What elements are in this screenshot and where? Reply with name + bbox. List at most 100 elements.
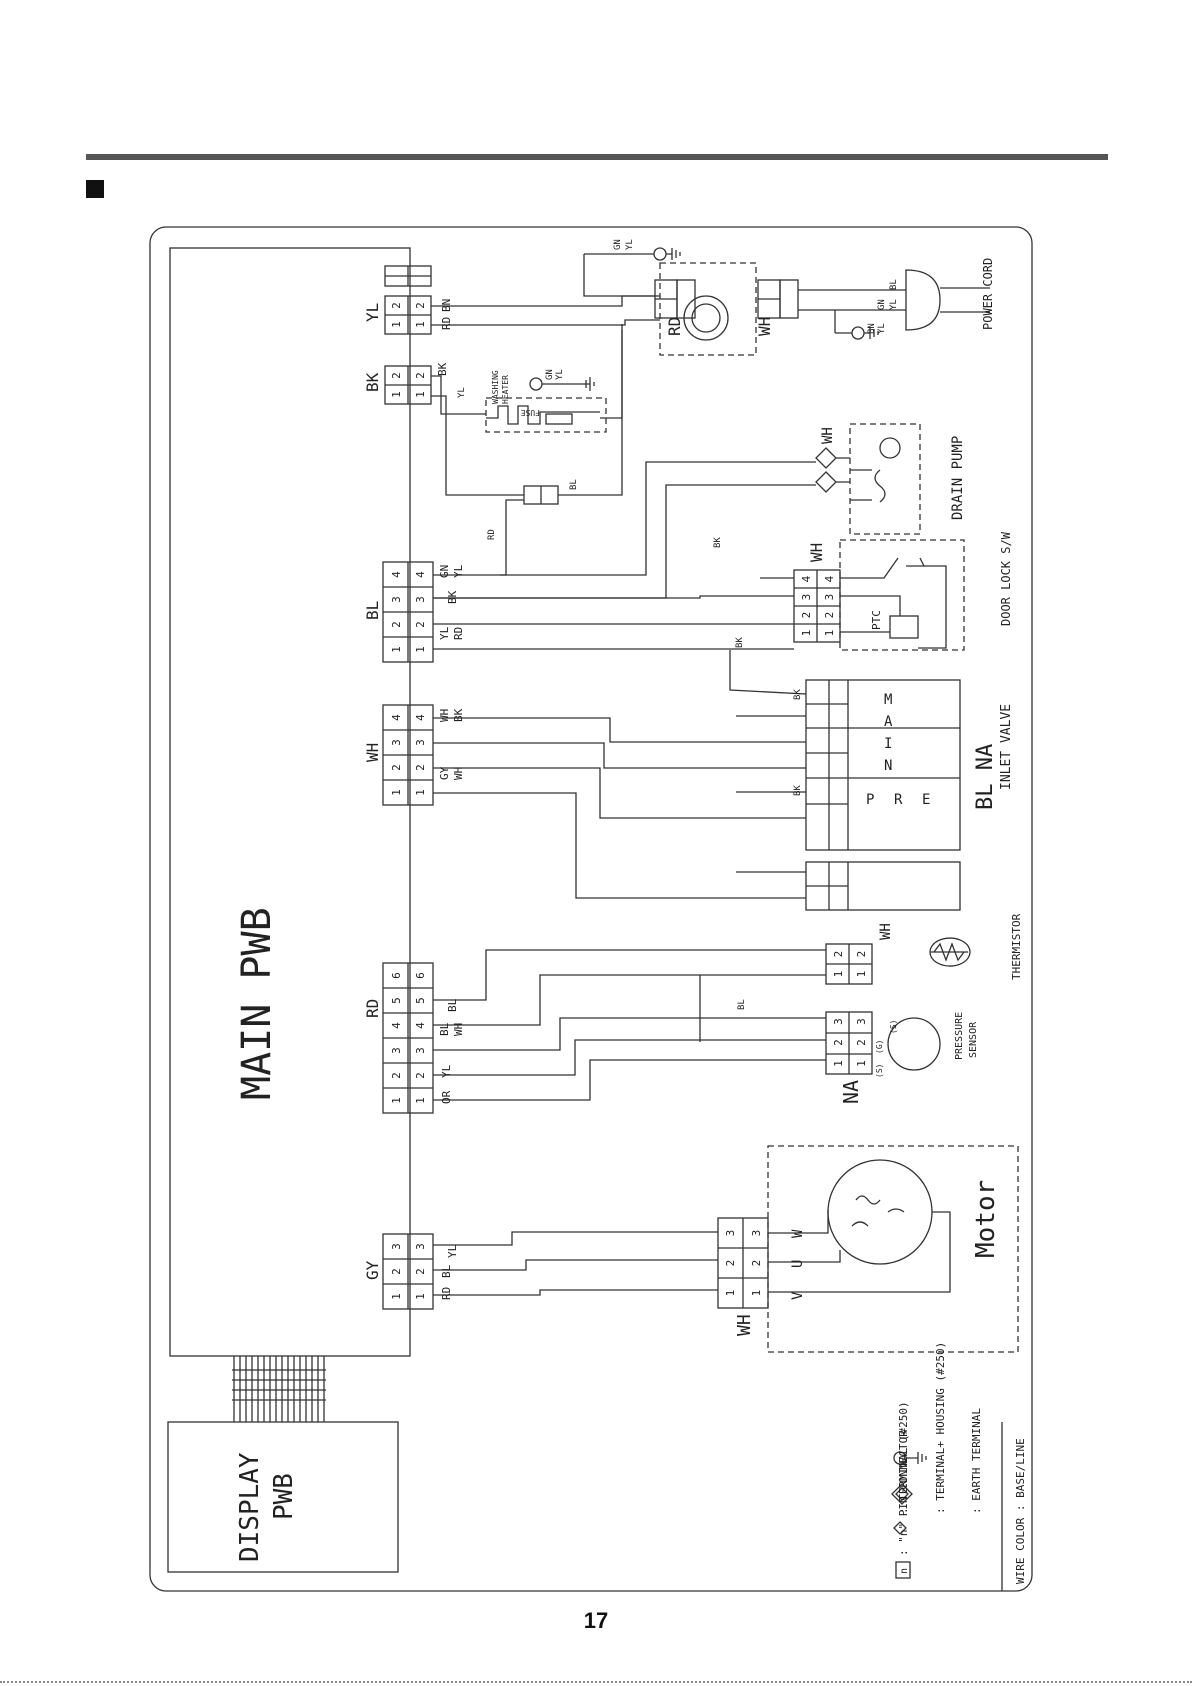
label-pump-wh: WH	[820, 427, 836, 444]
pins-rd-6-2: 6	[414, 972, 427, 979]
pins-lock-2-1: 2	[800, 612, 813, 619]
legend-wire-color: WIRE COLOR : BASE/LINE	[1014, 1438, 1027, 1584]
ribbon-cable	[232, 1356, 326, 1422]
pins-lock-3-1: 3	[800, 594, 813, 601]
pins-bk-1-1: 1	[390, 391, 403, 398]
pins-bk-2-2: 2	[414, 372, 427, 379]
relay-rd-block	[654, 279, 696, 319]
wire-label-yl-2: BN	[440, 299, 453, 312]
pins-pres-1-1: 1	[832, 1060, 845, 1067]
label-heater: HEATER	[501, 375, 510, 404]
pump-terminal-2	[815, 471, 837, 493]
header-rule	[86, 154, 1108, 160]
pins-bl-2-2: 2	[414, 621, 427, 628]
pins-pres-1-2: 1	[855, 1060, 868, 1067]
pins-wh-4-1: 4	[390, 714, 403, 721]
pins-bl-1-2: 1	[414, 646, 427, 653]
wire-valve-3	[433, 767, 806, 819]
door-lock-connector	[793, 569, 841, 643]
pins-rd-5-1: 5	[390, 997, 403, 1004]
relay-wh-block	[757, 279, 799, 319]
wire-valve-4	[433, 792, 806, 899]
motor-connector	[717, 1217, 769, 1309]
wire-label-cord-top-1: GN	[877, 299, 887, 310]
pins-motor-3-2: 3	[750, 1230, 763, 1237]
connector-label-gy: GY	[363, 1260, 382, 1280]
pins-bl-3-1: 3	[390, 596, 403, 603]
pins-gy-2-1: 2	[390, 1268, 403, 1275]
legend-earth: : EARTH TERMINAL	[970, 1408, 983, 1514]
wire-pres-3	[433, 1059, 826, 1101]
pump-terminal-1	[815, 447, 837, 469]
legend-housing-symbol	[891, 1483, 913, 1505]
connector-label-bk: BK	[363, 372, 382, 392]
motor-box	[767, 1145, 1019, 1353]
label-sensor-pin-1: (S)	[875, 1064, 884, 1078]
wire-label-earth-top-1: GN	[613, 239, 623, 250]
heater-element	[486, 405, 600, 425]
wire-label-rd-3-1: BL	[438, 1022, 451, 1036]
legend-pin: : "n" PIN CONNECTOR	[897, 1430, 910, 1556]
pins-lock-4-1: 4	[800, 575, 813, 582]
pins-yl-2-1: 2	[390, 302, 403, 309]
label-main-m: M	[884, 692, 892, 708]
earth-terminal-cord	[851, 326, 865, 340]
legend-pin-glyph: n	[899, 1568, 910, 1574]
legend-terminal: : TERMINAL (#250)	[897, 1401, 910, 1514]
inlet-valve-box	[805, 679, 961, 851]
door-lock-switch	[840, 557, 947, 649]
connector-bk	[384, 365, 432, 405]
label-phase-w: W	[790, 1229, 806, 1238]
label-pre-e: E	[922, 792, 930, 808]
wire-label-bl-3: BK	[446, 590, 459, 604]
label-thermistor-wh: WH	[878, 923, 894, 940]
label-ptc: PTC	[870, 610, 883, 630]
wire-label-gy-3: YL	[446, 1244, 459, 1258]
pins-gy-1-2: 1	[414, 1293, 427, 1300]
wire-label-rd-bottom-1: OR	[440, 1090, 453, 1104]
wire-label-bl-bottom-2: RD	[452, 627, 465, 640]
pins-wh-2-2: 2	[414, 764, 427, 771]
label-pressure-2: SENSOR	[968, 1021, 979, 1058]
pins-wh-3-1: 3	[390, 739, 403, 746]
wire-label-wh-top-2: BK	[452, 708, 465, 722]
pins-pres-2-1: 2	[832, 1039, 845, 1046]
section-marker	[86, 180, 104, 198]
pins-gy-3-1: 3	[390, 1243, 403, 1250]
label-main-i: I	[884, 736, 892, 752]
wire-valve-common	[736, 715, 806, 873]
wire-heater-fuse	[600, 324, 623, 419]
wire-label-rd-4: BL	[446, 998, 459, 1012]
wire-label-cord-bottom-1: BN	[867, 323, 877, 334]
label-display-1: DISPLAY	[235, 1452, 265, 1562]
heater-earth-symbol	[529, 377, 543, 391]
wire-relay-bl	[558, 330, 623, 496]
label-inlet-valve: INLET VALVE	[999, 704, 1014, 790]
pins-lock-1-2: 1	[823, 630, 836, 637]
pins-pres-3-2: 3	[855, 1018, 868, 1025]
legend-pin-symbol	[895, 1561, 911, 1579]
power-plug	[905, 269, 941, 331]
pins-therm-1-1: 1	[832, 971, 845, 978]
pins-rd-3-1: 3	[390, 1047, 403, 1054]
wire-label-pump-bk: BK	[713, 537, 723, 548]
wire-pres-2	[433, 1039, 826, 1076]
pins-therm-2-2: 2	[855, 951, 868, 958]
pins-rd-2-2: 2	[414, 1072, 427, 1079]
wire-motor-w	[433, 1289, 718, 1296]
wire-label-relay-bl: BL	[569, 479, 579, 490]
pins-wh-4-2: 4	[414, 714, 427, 721]
pins-yl-2-2: 2	[414, 302, 427, 309]
pins-bk-1-2: 1	[414, 391, 427, 398]
pins-lock-4-2: 4	[823, 575, 836, 582]
fuse-element	[545, 413, 573, 425]
label-lock-wh: WH	[807, 543, 826, 562]
pins-rd-4-1: 4	[390, 1022, 403, 1029]
wire-motor-u	[433, 1231, 718, 1246]
pins-rd-4-2: 4	[414, 1022, 427, 1029]
wire-label-cord-top-2: YL	[889, 299, 899, 310]
label-motor: Motor	[971, 1180, 1001, 1258]
wire-label-bl-top-1: GN	[438, 565, 451, 578]
pins-bl-3-2: 3	[414, 596, 427, 603]
